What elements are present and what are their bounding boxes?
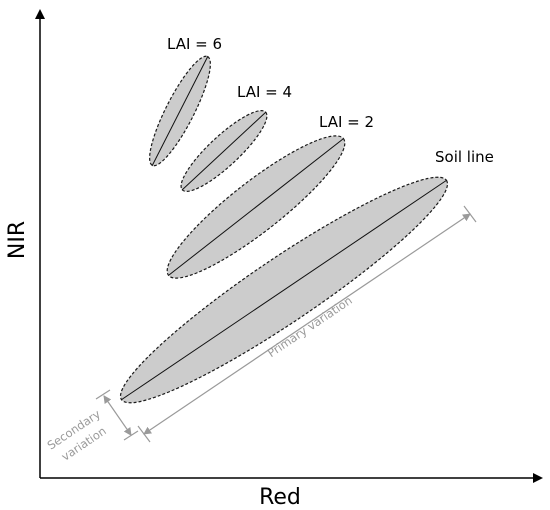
label-lai-6: LAI = 6 [167,35,222,53]
label-lai-2: LAI = 2 [319,113,374,131]
primary-variation-indicator [137,205,477,443]
secondary-variation-indicator [95,389,139,441]
ellipse-lai-6 [149,55,211,167]
ellipse-lai-4 [180,110,268,192]
x-axis-title: Red [259,485,301,510]
label-lai-4: LAI = 4 [237,83,292,101]
label-soil-line: Soil line [435,148,494,166]
y-axis-title: NIR [5,221,30,259]
